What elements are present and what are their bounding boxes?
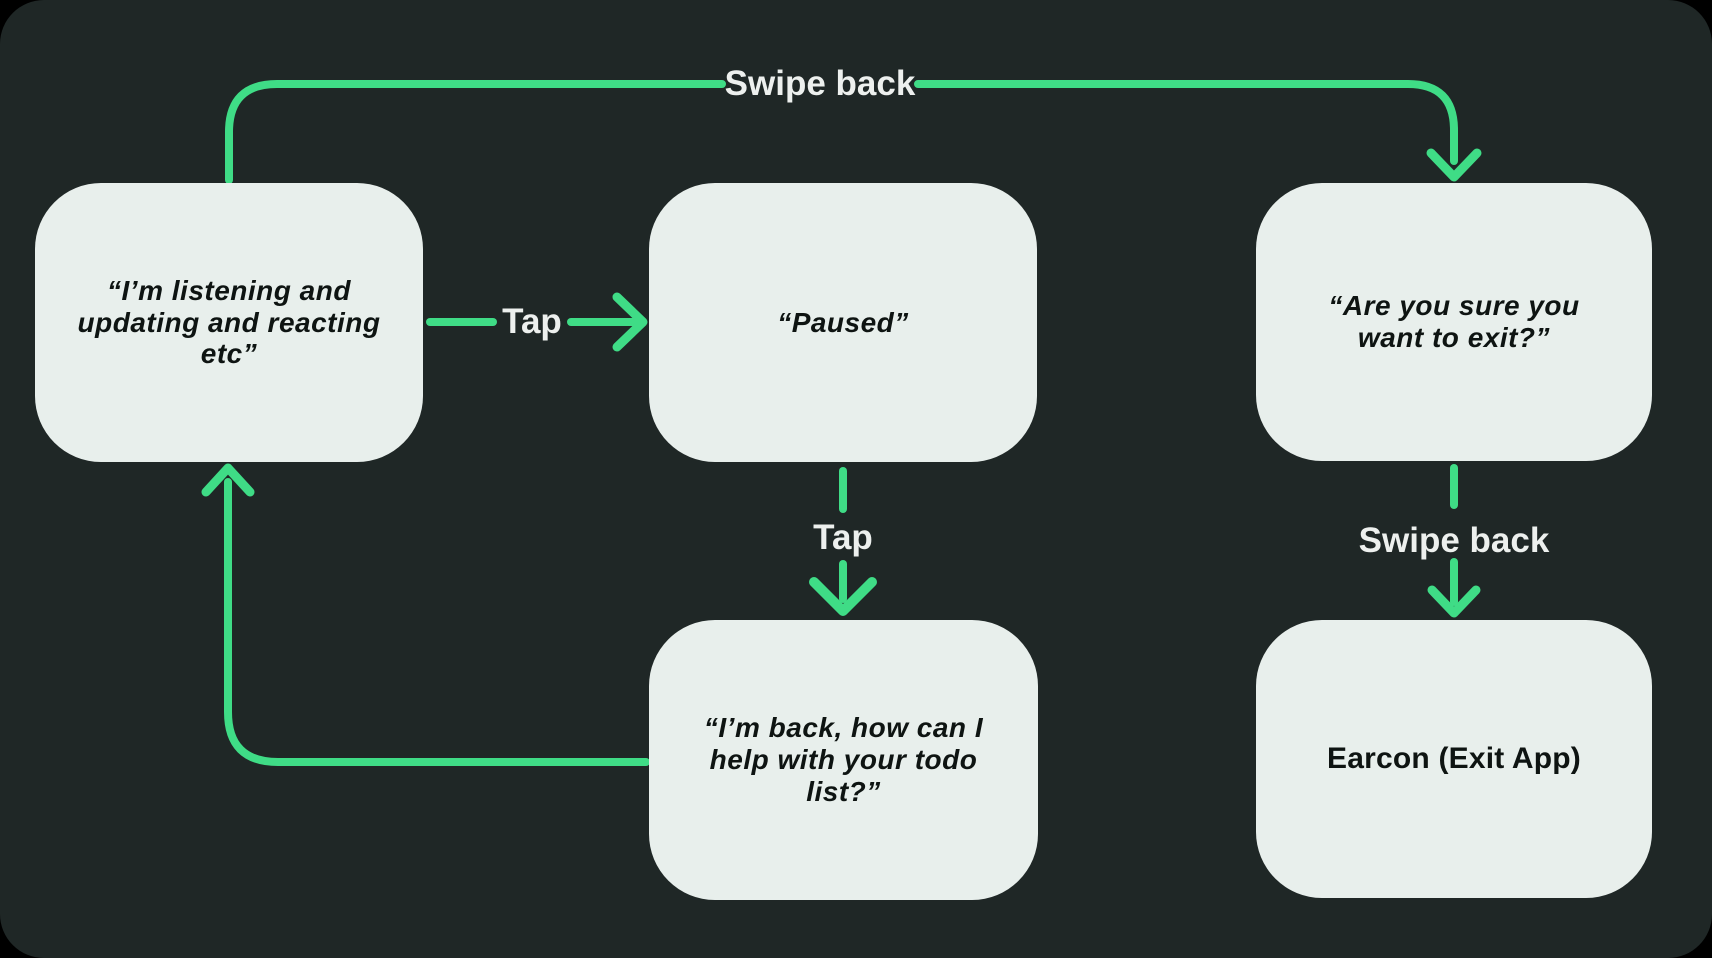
edge-label-swipe-back-top: Swipe back bbox=[724, 64, 916, 103]
arrowhead-down-into-back-help-icon bbox=[809, 577, 877, 616]
node-listening-text: “I’m listening and updating and reacting… bbox=[78, 275, 381, 371]
node-text-line: list?” bbox=[806, 775, 881, 807]
arrowhead-up-into-listening-icon bbox=[201, 463, 255, 497]
edge-paused-to-back-help bbox=[809, 467, 877, 616]
node-back-help-text: “I’m back, how can I help with your todo… bbox=[704, 712, 983, 808]
node-paused: “Paused” bbox=[649, 183, 1037, 462]
node-text-line: Earcon (Exit App) bbox=[1327, 741, 1581, 775]
node-text-line: “I’m back, how can I bbox=[703, 712, 984, 744]
node-earcon-text: Earcon (Exit App) bbox=[1327, 742, 1581, 776]
arrowhead-down-into-exit-confirm-icon bbox=[1426, 148, 1482, 182]
node-text-line: “Are you sure you bbox=[1328, 290, 1580, 322]
node-text-line: “Paused” bbox=[777, 306, 909, 338]
node-text-line: updating and reacting bbox=[77, 306, 381, 338]
arrowhead-down-into-earcon-icon bbox=[1427, 585, 1481, 618]
edge-listening-to-paused bbox=[426, 292, 648, 352]
edge-swipe-back-top-line-right bbox=[914, 80, 1458, 165]
edge-label-tap-horizontal: Tap bbox=[502, 302, 562, 341]
edge-label-tap-vertical: Tap bbox=[813, 518, 873, 557]
node-earcon: Earcon (Exit App) bbox=[1256, 620, 1652, 898]
edge-swipe-back-top-line-left bbox=[225, 80, 726, 184]
node-text-line: want to exit?” bbox=[1357, 322, 1551, 353]
node-text-line: help with your todo bbox=[709, 744, 978, 776]
node-text-line: “I’m listening and bbox=[107, 274, 351, 306]
edge-back-help-to-listening bbox=[201, 463, 650, 766]
node-exit-confirm-text: “Are you sure you want to exit?” bbox=[1328, 290, 1579, 354]
edge-exit-confirm-to-earcon bbox=[1427, 464, 1481, 618]
edge-label-swipe-back-right: Swipe back bbox=[1358, 521, 1550, 560]
node-back-help: “I’m back, how can I help with your todo… bbox=[649, 620, 1038, 900]
node-text-line: etc” bbox=[200, 338, 258, 370]
node-exit-confirm: “Are you sure you want to exit?” bbox=[1256, 183, 1652, 461]
node-listening: “I’m listening and updating and reacting… bbox=[35, 183, 423, 462]
edge-listening-to-exit-confirm bbox=[225, 80, 1482, 184]
arrowhead-right-into-paused-icon bbox=[612, 292, 648, 352]
edge-return-loop-line bbox=[224, 478, 650, 766]
node-paused-text: “Paused” bbox=[777, 307, 909, 339]
